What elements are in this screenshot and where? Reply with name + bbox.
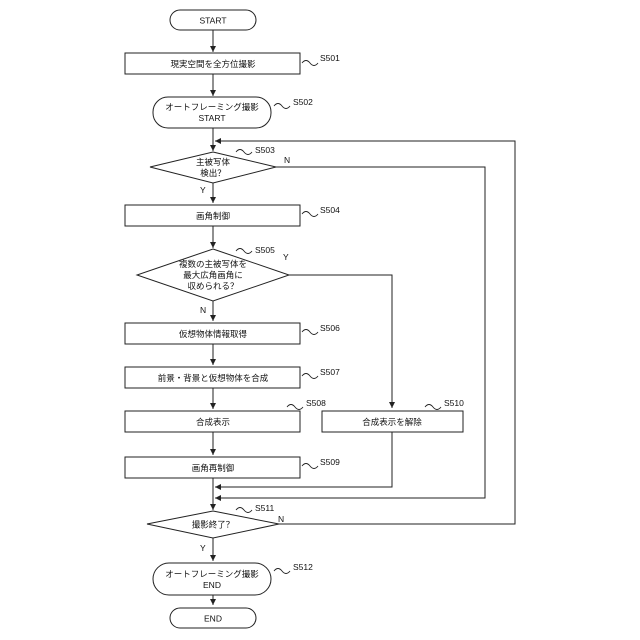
s512-label-line1: オートフレーミング撮影 [165,569,259,580]
s504-leader [302,212,318,217]
s503-no-label: N [284,155,290,165]
s512-label-line2: END [203,580,221,590]
s501-leader [302,61,318,66]
process-s501: 現実空間を全方位撮影 S501 [125,53,340,74]
s505-yes-label: Y [283,252,289,262]
s506-leader [302,330,318,335]
s503-label-line1: 主被写体 [196,157,231,168]
s511-yes-label: Y [200,543,206,553]
s505-no-label: N [200,305,206,315]
process-s504: 画角制御 S504 [125,205,340,226]
arrow-s505-yes-to-s510 [289,275,392,408]
terminal-s512: オートフレーミング撮影 END S512 [153,562,313,595]
s507-label: 前景・背景と仮想物体を合成 [158,373,269,384]
start-terminal: START [170,10,256,30]
decision-s511: 撮影終了？ S511 N Y [147,503,284,553]
s508-leader [287,405,303,410]
s511-step-id: S511 [255,503,274,513]
s505-label-line1: 複数の主被写体を [179,259,247,270]
s511-leader [236,508,252,513]
s510-step-id: S510 [444,398,464,408]
decision-s503: 主被写体 検出？ S503 N Y [150,145,290,195]
s510-leader [425,405,441,410]
s507-step-id: S507 [320,367,340,377]
end-label: END [204,614,222,624]
s508-label: 合成表示 [196,417,230,428]
s504-label: 画角制御 [196,211,230,222]
process-s509: 画角再制御 S509 [125,457,340,478]
end-terminal: END [170,608,256,628]
s501-step-id: S501 [320,53,340,63]
s503-label-line2: 検出？ [200,168,226,179]
process-s506: 仮想物体情報取得 S506 [125,323,340,344]
s502-step-id: S502 [293,97,313,107]
s506-label: 仮想物体情報取得 [179,329,248,340]
s509-label: 画角再制御 [192,463,235,474]
s505-label-line3: 収められる？ [187,281,238,292]
s502-leader [274,104,290,109]
s503-leader [236,150,252,155]
start-label: START [199,16,226,26]
s505-step-id: S505 [255,245,275,255]
s502-label-line2: START [198,113,225,123]
s505-leader [236,249,252,254]
s509-leader [302,464,318,469]
s512-step-id: S512 [293,562,313,572]
process-s508: 合成表示 S508 [125,398,326,432]
s509-step-id: S509 [320,457,340,467]
s510-label: 合成表示を解除 [362,417,422,428]
s511-no-label: N [278,514,284,524]
s506-step-id: S506 [320,323,340,333]
process-s507: 前景・背景と仮想物体を合成 S507 [125,367,340,388]
s508-step-id: S508 [306,398,326,408]
s507-leader [302,374,318,379]
terminal-s502: オートフレーミング撮影 START S502 [153,97,313,128]
s501-label: 現実空間を全方位撮影 [170,59,256,70]
s504-step-id: S504 [320,205,340,215]
process-s510: 合成表示を解除 S510 [322,398,464,432]
s503-yes-label: Y [200,185,206,195]
s512-leader [274,569,290,574]
s511-label: 撮影終了？ [192,520,235,531]
s502-label-line1: オートフレーミング撮影 [165,102,259,113]
s503-step-id: S503 [255,145,275,155]
s505-label-line2: 最大広角画角に [183,270,243,281]
